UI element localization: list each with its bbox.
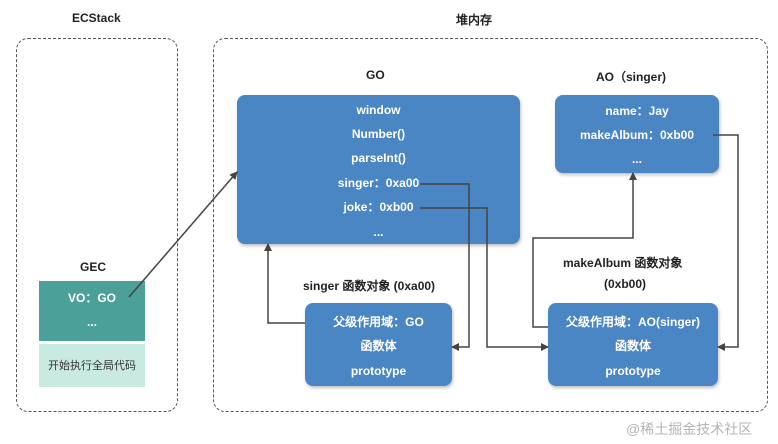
gec-vo: VO：GO bbox=[67, 291, 116, 305]
ao-line-name: name：Jay bbox=[605, 104, 669, 118]
ao-title: AO（singer) bbox=[596, 70, 667, 84]
makealbum-fn-scope: 父级作用域：AO(singer) bbox=[565, 315, 700, 329]
singer-fn-title: singer 函数对象 (0xa00) bbox=[303, 279, 436, 293]
heap-title: 堆内存 bbox=[456, 13, 493, 27]
arrow-makealbum-scope-to-ao bbox=[532, 172, 637, 328]
watermark: @稀土掘金技术社区 bbox=[626, 421, 753, 437]
gec-code-box: 开始执行全局代码 bbox=[39, 344, 145, 387]
arrow-singer-to-fn bbox=[420, 183, 470, 351]
ecstack-title: ECStack bbox=[72, 11, 121, 25]
arrow-singer-scope-to-go bbox=[264, 243, 305, 324]
gec-ellipsis: ... bbox=[86, 315, 97, 329]
go-title: GO bbox=[366, 68, 385, 82]
makealbum-fn-title-2: (0xb00) bbox=[604, 277, 647, 291]
makealbum-fn-title-1: makeAlbum 函数对象 bbox=[563, 256, 683, 270]
ecstack-container bbox=[16, 38, 178, 412]
go-line-ellipsis: ... bbox=[373, 225, 384, 239]
heap-container bbox=[213, 38, 768, 412]
go-line-window: window bbox=[356, 103, 401, 117]
go-line-number: Number() bbox=[351, 127, 406, 141]
ao-box: name：Jay makeAlbum：0xb00 ... bbox=[555, 95, 719, 173]
singer-fn-box: 父级作用域：GO 函数体 prototype bbox=[305, 303, 452, 386]
gec-box: VO：GO ... bbox=[39, 281, 145, 341]
go-line-joke: joke：0xb00 bbox=[343, 200, 414, 214]
go-box: window Number() parseInt() singer：0xa00 … bbox=[237, 95, 520, 244]
makealbum-fn-box: 父级作用域：AO(singer) 函数体 prototype bbox=[548, 303, 718, 386]
gec-code-text: 开始执行全局代码 bbox=[48, 360, 136, 372]
arrow-joke-to-makealbum bbox=[420, 207, 549, 351]
go-line-singer: singer：0xa00 bbox=[337, 176, 420, 190]
singer-fn-scope: 父级作用域：GO bbox=[333, 315, 424, 329]
singer-fn-body: 函数体 bbox=[360, 339, 397, 353]
arrow-vo-to-go bbox=[128, 171, 238, 298]
singer-fn-prototype: prototype bbox=[350, 364, 407, 378]
makealbum-fn-body: 函数体 bbox=[614, 339, 651, 353]
ao-line-ellipsis: ... bbox=[631, 152, 642, 166]
ao-line-makealbum: makeAlbum：0xb00 bbox=[579, 128, 695, 142]
arrow-ao-to-makealbum bbox=[713, 134, 739, 351]
gec-title: GEC bbox=[80, 260, 107, 274]
makealbum-fn-prototype: prototype bbox=[605, 364, 661, 378]
go-line-parseint: parseInt() bbox=[351, 151, 406, 165]
